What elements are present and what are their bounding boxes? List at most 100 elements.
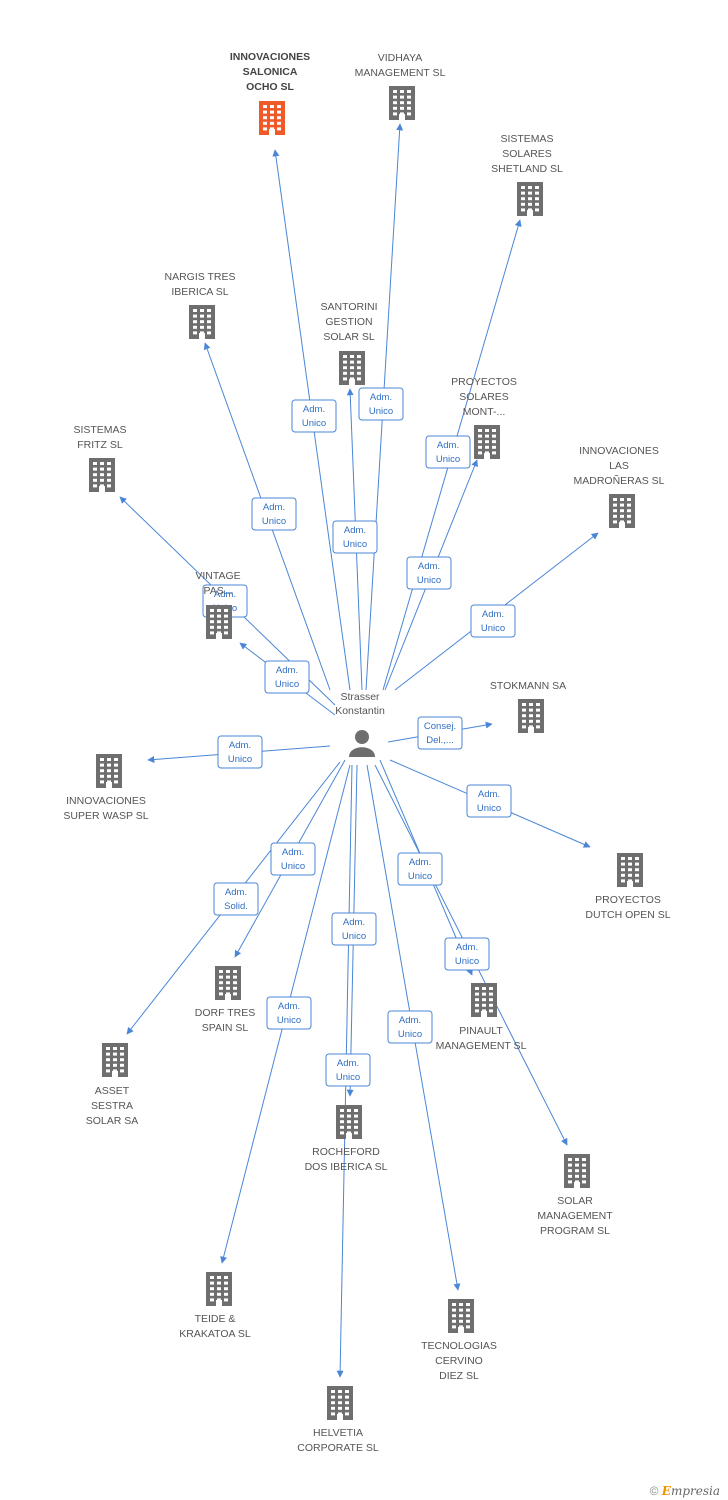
brand-name: mpresia <box>670 1484 720 1498</box>
company-node-pinault[interactable]: PINAULT MANAGEMENT SL <box>436 983 527 1052</box>
relation-badge-text: Adm. <box>344 525 366 536</box>
company-label: MANAGEMENT SL <box>355 67 446 79</box>
copyright-symbol: © <box>649 1484 659 1498</box>
relation-badge-rocheford[interactable]: Adm.Unico <box>331 912 377 946</box>
relation-badge-dorftres[interactable]: Adm.Unico <box>270 842 316 876</box>
relation-badge-nargis[interactable]: Adm.Unico <box>251 497 297 531</box>
company-label: SOLAR <box>557 1195 593 1207</box>
relation-badge-dutchopen[interactable]: Adm. Unico <box>466 784 512 818</box>
company-node-vintage[interactable]: VINTAGEPAS... <box>195 570 241 639</box>
building-icon <box>474 425 500 459</box>
company-label: SHETLAND SL <box>491 163 563 175</box>
company-node-teide[interactable]: TEIDE &KRAKATOA SL <box>179 1272 251 1340</box>
relation-badge-helvetia[interactable]: Adm.Unico <box>325 1053 371 1087</box>
company-label: MADROÑERAS SL <box>573 474 664 487</box>
company-label: PINAULT <box>459 1025 503 1037</box>
building-icon <box>517 182 543 216</box>
company-label: OCHO SL <box>246 81 294 93</box>
relation-badge-text: Unico <box>336 1072 360 1083</box>
relation-badge-text: Unico <box>436 454 460 465</box>
relation-badge-text: Unico <box>398 1029 422 1040</box>
company-label: HELVETIA <box>313 1427 363 1439</box>
relation-badge-text: Unico <box>275 679 299 690</box>
company-node-stokmann[interactable]: STOKMANN SA <box>490 680 566 733</box>
building-icon <box>206 605 232 639</box>
relation-badge-cervino[interactable]: Adm. Unico <box>387 1010 433 1044</box>
relation-badge-solarmgmt[interactable]: Adm.Unico <box>444 937 490 971</box>
building-icon <box>518 699 544 733</box>
company-label: SOLARES <box>459 391 509 403</box>
relation-badge-vidhaya[interactable]: Adm.Unico <box>358 387 404 421</box>
company-label: DUTCH OPEN SL <box>585 909 670 921</box>
company-label: SALONICA <box>243 66 298 78</box>
company-label: MANAGEMENT <box>537 1210 613 1222</box>
building-icon <box>617 853 643 887</box>
relation-badge-teide[interactable]: Adm.Unico <box>266 996 312 1030</box>
relation-badge-text: Adm. <box>278 1001 300 1012</box>
footer-brand: © Empresia <box>650 1484 720 1498</box>
company-label: CORPORATE SL <box>297 1442 379 1454</box>
relation-badge-text: Adm. <box>276 665 298 676</box>
relation-badge-madronas[interactable]: Adm.Unico <box>470 604 516 638</box>
company-label: NARGIS TRES <box>165 271 236 283</box>
relation-badge-asset[interactable]: Adm.Solid. <box>213 882 259 916</box>
building-icon <box>189 305 215 339</box>
company-label: INNOVACIONES <box>230 51 310 63</box>
building-icon <box>327 1386 353 1420</box>
company-node-helvetia[interactable]: HELVETIA CORPORATE SL <box>297 1386 379 1454</box>
relation-badge-text: Adm. <box>478 789 500 800</box>
relation-badge-text: Unico <box>262 516 286 527</box>
relation-badge-text: Adm. <box>418 561 440 572</box>
relation-badge-vintage[interactable]: Adm. Unico <box>264 660 310 694</box>
relation-badge-text: Adm. <box>437 440 459 451</box>
company-label: FRITZ SL <box>77 439 123 451</box>
relation-badge-text: Del.,... <box>426 735 453 746</box>
relation-badge-text: Adm. <box>399 1015 421 1026</box>
relation-badge-text: Unico <box>477 803 501 814</box>
company-label: SISTEMAS <box>500 133 553 145</box>
relation-badge-text: Unico <box>481 623 505 634</box>
company-label: VINTAGE <box>195 570 240 582</box>
relation-badge-salonica[interactable]: Adm.Unico <box>291 399 337 433</box>
relation-badge-santorini[interactable]: Adm.Unico <box>332 520 378 554</box>
company-label: SOLAR SA <box>86 1115 139 1127</box>
company-label: TEIDE & <box>195 1313 236 1325</box>
company-label: INNOVACIONES <box>579 445 659 457</box>
relation-badge-text: Adm. <box>303 404 325 415</box>
building-icon <box>336 1105 362 1139</box>
relation-badge-superwasp[interactable]: Adm.Unico <box>217 735 263 769</box>
relation-badge-text: Adm. <box>370 392 392 403</box>
company-node-salonica[interactable]: INNOVACIONES SALONICA OCHO SL <box>230 51 310 135</box>
company-label: MANAGEMENT SL <box>436 1040 527 1052</box>
relation-badge-text: Adm. <box>456 942 478 953</box>
company-node-fritz[interactable]: SISTEMAS FRITZ SL <box>73 424 127 492</box>
company-label: PROYECTOS <box>451 376 517 388</box>
building-icon <box>564 1154 590 1188</box>
relation-badge-montx[interactable]: Adm.Unico <box>406 556 452 590</box>
company-label: LAS <box>609 460 629 472</box>
relation-badge-shetland[interactable]: Adm. Unico <box>425 435 471 469</box>
company-node-montx[interactable]: PROYECTOSSOLARESMONT-... <box>451 376 517 459</box>
company-label: SISTEMAS <box>73 424 126 436</box>
relation-badge-text: Adm. <box>282 847 304 858</box>
relation-badge-pinault[interactable]: Adm.Unico <box>397 852 443 886</box>
company-node-madronas[interactable]: INNOVACIONES LAS MADROÑERAS SL <box>573 445 665 528</box>
relation-badge-text: Unico <box>408 871 432 882</box>
relation-badge-text: Solid. <box>224 901 248 912</box>
relation-badge-stokmann[interactable]: Consej. Del.,... <box>417 716 463 750</box>
relation-badge-text: Consej. <box>424 721 456 732</box>
building-icon <box>102 1043 128 1077</box>
